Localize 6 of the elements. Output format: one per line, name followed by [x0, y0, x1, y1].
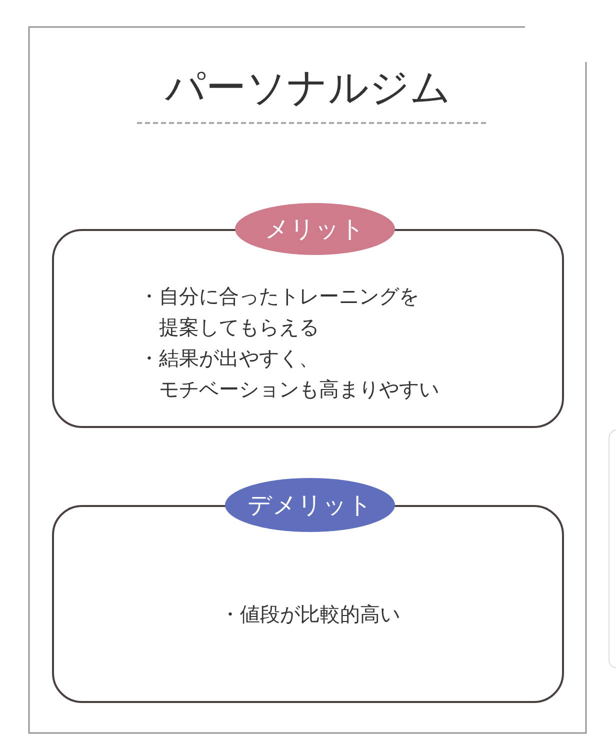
- bullet-text: ・自分に合ったトレーニングを提案してもらえる: [139, 283, 420, 341]
- heading-text: デメリット: [248, 490, 372, 521]
- heading-text: メリット: [265, 214, 365, 245]
- title: パーソナルジム: [164, 64, 452, 113]
- bullet-text: ・値段が比較的高い: [219, 601, 401, 628]
- bullet-text: ・結果が出やすく、モチベーションも高まりやすい: [139, 345, 439, 403]
